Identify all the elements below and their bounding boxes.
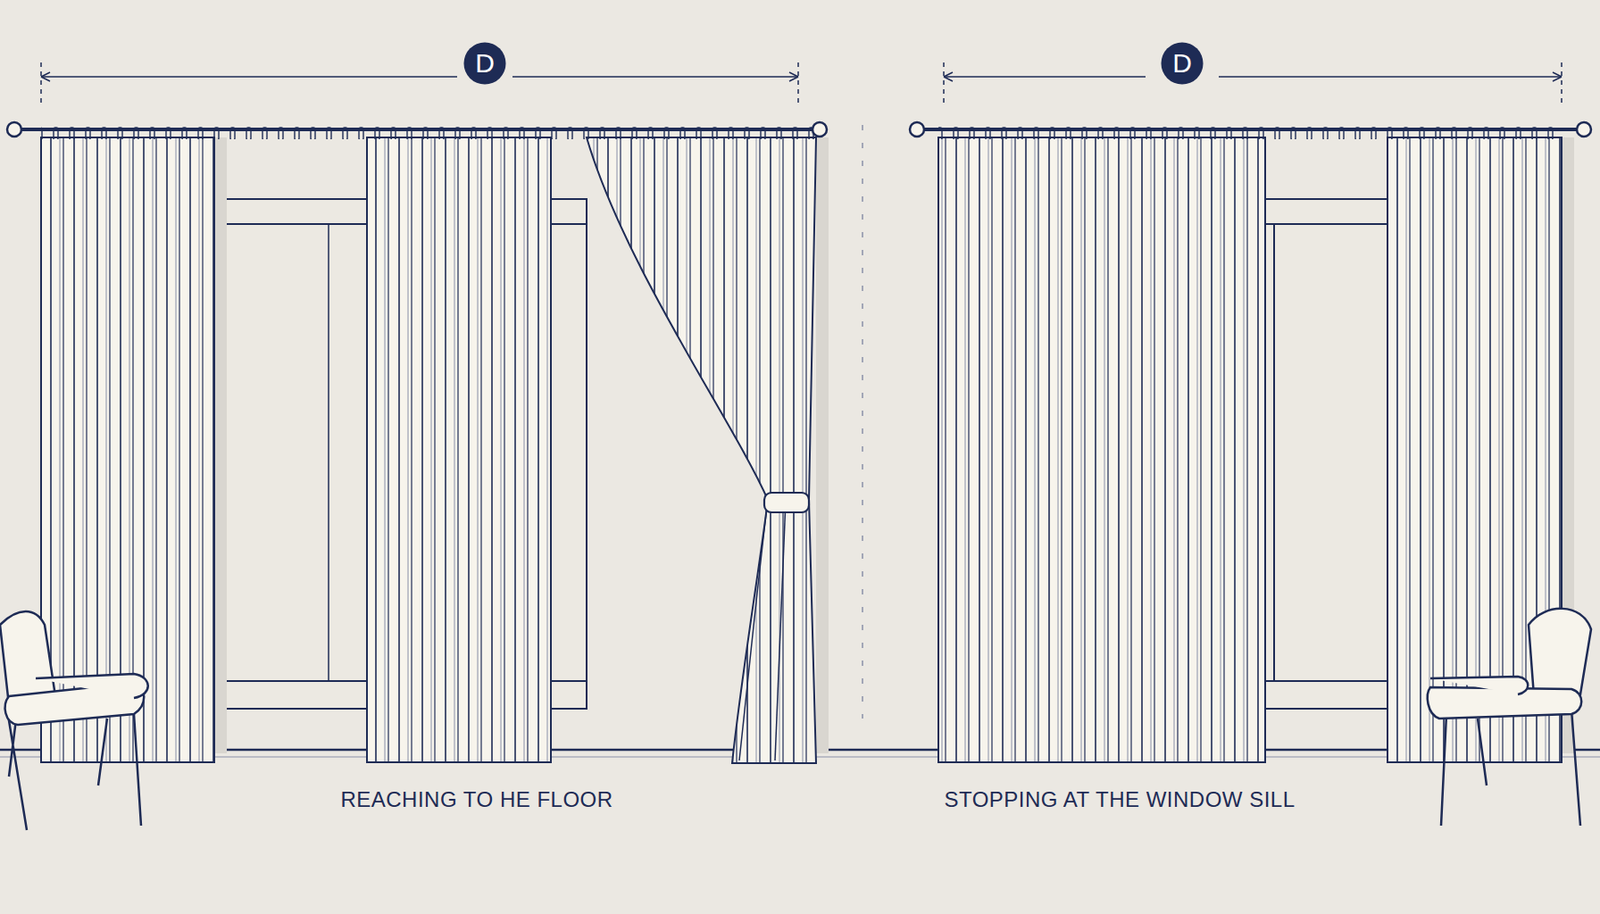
dimension-circle: D [1160,41,1204,85]
dimension-letter: D [1172,50,1192,77]
caption-text: REACHING TO HE FLOOR [340,787,613,813]
dimension-letter: D [475,50,495,77]
caption-text: STOPPING AT THE WINDOW SILL [943,787,1295,813]
dimension-circle: D [463,41,507,85]
